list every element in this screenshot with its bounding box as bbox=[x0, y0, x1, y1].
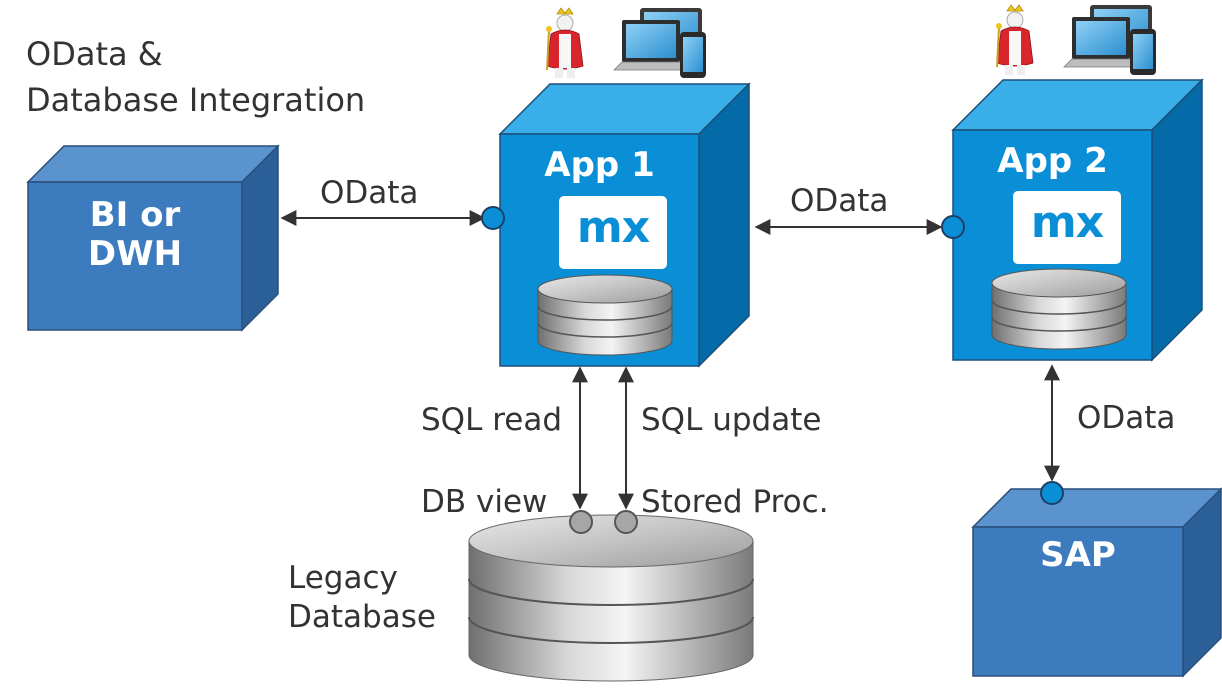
bi-label-line-1: BI or bbox=[89, 195, 181, 235]
king-icon bbox=[546, 7, 584, 78]
devices-icon bbox=[1063, 5, 1156, 75]
king-icon bbox=[996, 4, 1034, 75]
database-icon bbox=[537, 274, 673, 356]
port-db-view bbox=[569, 510, 593, 534]
app2-label: App 2 bbox=[997, 141, 1108, 181]
odata-label-app2-sap: OData bbox=[1077, 400, 1176, 436]
stored-proc-label: Stored Proc. bbox=[641, 484, 829, 520]
port-app1 bbox=[481, 206, 505, 230]
legacy-database-label: Legacy Database bbox=[288, 559, 436, 637]
legacy-label-line-1: Legacy bbox=[288, 560, 398, 596]
app2-box bbox=[951, 78, 1204, 362]
sql-read-label: SQL read bbox=[421, 402, 563, 438]
sap-label: SAP bbox=[1040, 535, 1116, 575]
odata-label-bi-app1: OData bbox=[320, 175, 419, 211]
port-stored-proc bbox=[614, 510, 638, 534]
title-line-2: Database Integration bbox=[26, 81, 366, 119]
port-app2 bbox=[941, 215, 965, 239]
bi-dwh-label: BI or DWH bbox=[28, 195, 242, 275]
mendix-logo-icon bbox=[1013, 191, 1121, 264]
sap-box bbox=[971, 487, 1222, 678]
port-sap bbox=[1040, 481, 1064, 505]
devices-icon bbox=[613, 8, 706, 78]
db-view-label: DB view bbox=[421, 484, 548, 520]
sql-update-label: SQL update bbox=[641, 402, 822, 438]
title-line-1: OData & bbox=[26, 35, 163, 73]
app1-box bbox=[498, 82, 751, 368]
legacy-label-line-2: Database bbox=[288, 599, 436, 635]
bi-dwh-box bbox=[26, 144, 280, 332]
bi-label-line-2: DWH bbox=[87, 234, 183, 275]
app1-mx-logo-text: mx bbox=[576, 202, 650, 253]
database-icon bbox=[991, 268, 1127, 350]
app1-label: App 1 bbox=[544, 145, 655, 185]
odata-label-app1-app2: OData bbox=[790, 183, 889, 219]
legacy-database-icon bbox=[468, 514, 754, 682]
diagram-title: OData & Database Integration bbox=[26, 31, 365, 123]
mendix-logo-icon bbox=[559, 196, 667, 269]
app2-mx-logo-text: mx bbox=[1030, 197, 1104, 248]
